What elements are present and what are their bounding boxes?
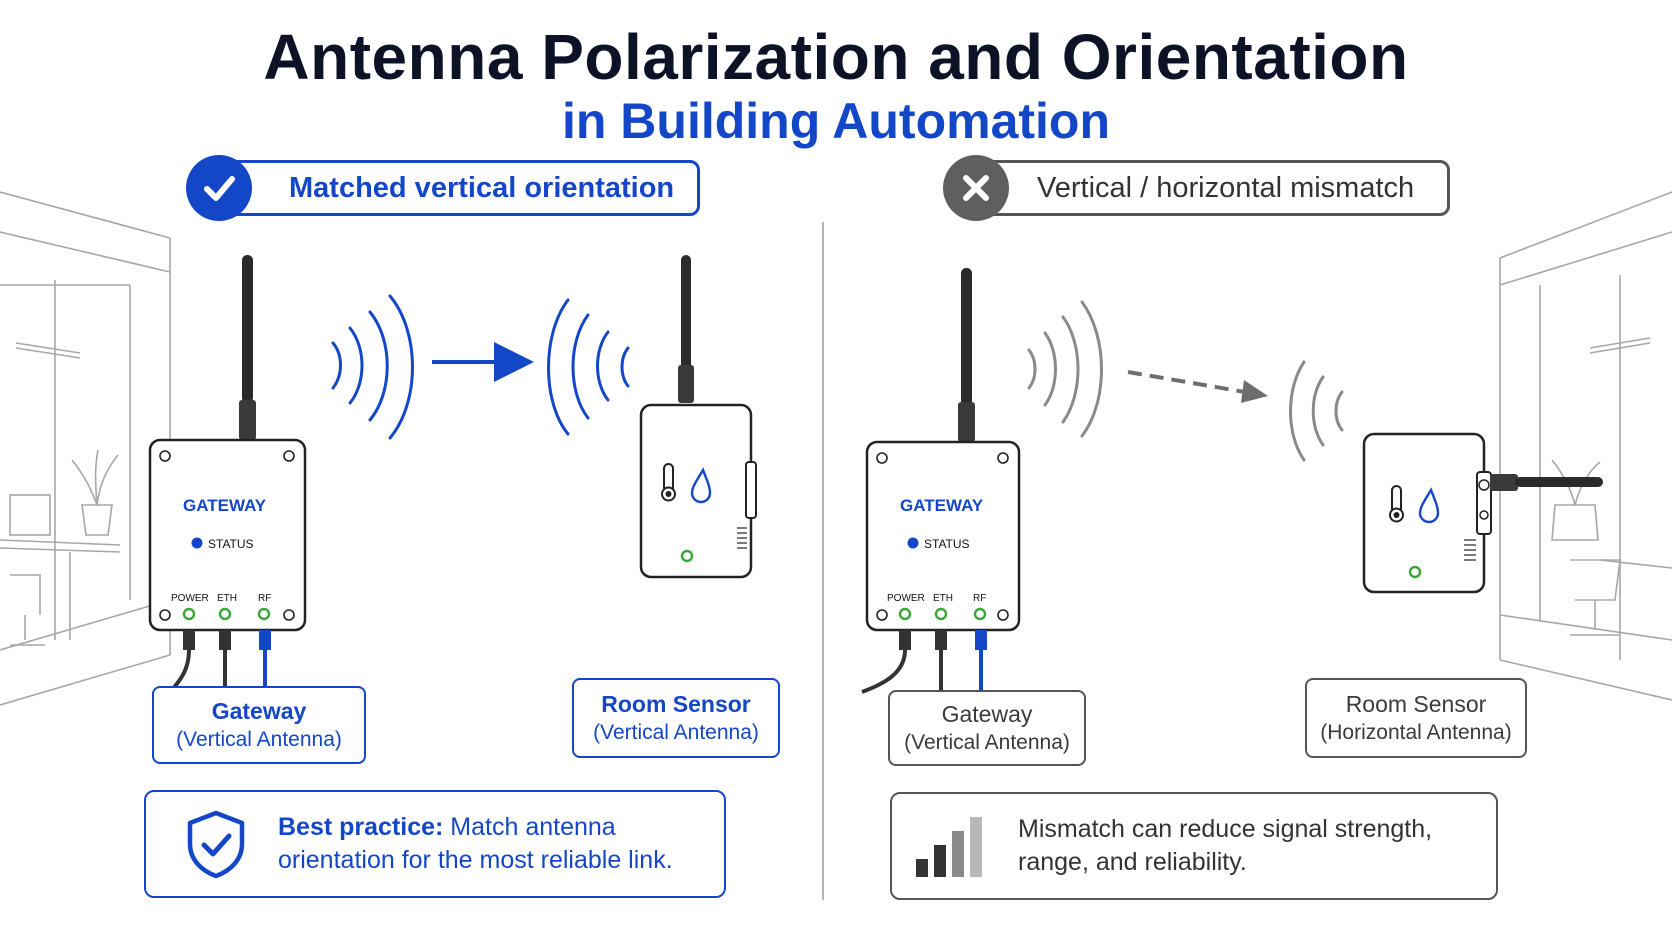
best-practice-text: Match antenna orientation for the most r… — [278, 813, 673, 874]
right-signal-waves-out — [1027, 300, 1103, 438]
thermometer-icon — [661, 463, 676, 502]
check-circle-icon — [186, 155, 252, 221]
mismatch-header: Vertical / horizontal mismatch — [962, 160, 1450, 216]
right-gateway-label-title: Gateway — [941, 701, 1033, 727]
left-gateway-port-eth: ETH — [217, 593, 237, 604]
room-sketch-right — [1499, 191, 1672, 701]
right-gateway-status: STATUS — [924, 537, 970, 551]
left-gateway-label-sub: (Vertical Antenna) — [176, 728, 342, 751]
page-title: Antenna Polarization and Orientation — [263, 21, 1409, 93]
left-gateway-label-title: Gateway — [211, 698, 307, 724]
left-signal-waves-out — [331, 294, 414, 440]
left-gateway-port-power: POWER — [171, 593, 209, 604]
room-sketch-left — [0, 191, 171, 706]
right-sensor-label-title: Room Sensor — [1345, 691, 1487, 717]
right-sensor-label: Room Sensor (Horizontal Antenna) — [1305, 678, 1527, 758]
matched-orientation-header-text: Matched vertical orientation — [289, 171, 675, 204]
mismatch-header-text: Vertical / horizontal mismatch — [1037, 171, 1415, 204]
left-sensor-label-title: Room Sensor — [601, 691, 751, 717]
right-gateway-port-rf: RF — [973, 593, 986, 604]
left-sensor-label: Room Sensor (Vertical Antenna) — [572, 678, 780, 758]
matched-orientation-header: Matched vertical orientation — [202, 160, 700, 216]
right-sensor-label-sub: (Horizontal Antenna) — [1320, 721, 1512, 744]
mismatch-warning-text: Mismatch can reduce signal strength, ran… — [1018, 815, 1433, 876]
left-gateway-brand: GATEWAY — [183, 496, 267, 515]
thermometer-icon — [1389, 485, 1404, 523]
right-gateway-device — [861, 268, 1021, 694]
right-gateway-label: Gateway (Vertical Antenna) — [888, 690, 1086, 766]
mismatch-signal-arrow — [1127, 370, 1268, 403]
page-subtitle: in Building Automation — [561, 93, 1111, 149]
left-gateway-port-rf: RF — [258, 593, 271, 604]
shield-check-icon — [184, 808, 248, 880]
left-signal-waves-in — [547, 298, 630, 436]
left-gateway-device — [148, 255, 307, 692]
right-gateway-port-power: POWER — [887, 593, 925, 604]
right-signal-waves-in — [1289, 360, 1344, 462]
left-sensor-label-sub: (Vertical Antenna) — [593, 721, 759, 744]
left-room-sensor — [639, 255, 757, 579]
right-room-sensor — [1362, 432, 1603, 594]
left-gateway-label: Gateway (Vertical Antenna) — [152, 686, 366, 764]
water-drop-icon — [690, 467, 712, 504]
best-practice-note: Best practice: Match antenna orientation… — [144, 790, 726, 898]
signal-bars-icon — [914, 813, 988, 879]
right-gateway-brand: GATEWAY — [900, 496, 984, 515]
x-circle-icon — [943, 155, 1009, 221]
mismatch-warning-note: Mismatch can reduce signal strength, ran… — [890, 792, 1498, 900]
right-gateway-label-sub: (Vertical Antenna) — [904, 731, 1070, 754]
best-practice-lead: Best practice: — [278, 813, 444, 841]
left-gateway-status: STATUS — [208, 537, 254, 551]
right-gateway-port-eth: ETH — [933, 593, 953, 604]
water-drop-icon — [1418, 487, 1440, 524]
